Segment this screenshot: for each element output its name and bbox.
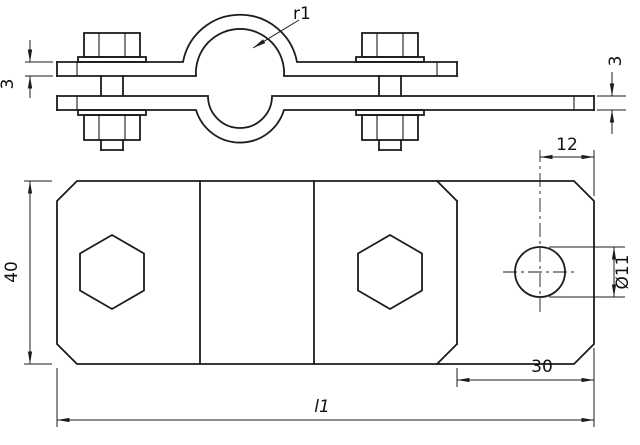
dimensions-plan: 12 Ø11 40: [2, 135, 633, 427]
lower-strap: [56, 95, 595, 144]
dimension-arrow: [611, 247, 617, 260]
dimension-arrow: [581, 154, 594, 160]
plan-view: 12 Ø11 40: [2, 135, 633, 427]
plate-outline: [56, 180, 595, 365]
side-view: r1 3 3: [0, 4, 626, 151]
dimension-arrow: [27, 76, 33, 89]
dimension-arrow: [27, 49, 33, 62]
dim-label-tail-length: 30: [531, 357, 553, 377]
radius-leader-arrow: [253, 39, 266, 48]
dimension-arrow: [609, 83, 615, 96]
dim-thickness-top: 3: [0, 40, 53, 98]
dim-plate-width: 40: [2, 180, 52, 365]
lower-strap-outer-edge: [56, 109, 595, 144]
dim-label-overall-length: l1: [314, 397, 330, 417]
dim-overall-length: l1: [56, 368, 594, 427]
right-bolt-nut: [361, 114, 419, 141]
dim-hole-diameter: Ø11: [549, 246, 633, 298]
left-bolt-nut: [83, 114, 141, 141]
dimension-arrow: [581, 377, 594, 383]
left-bolt: [77, 32, 147, 151]
dimension-arrow: [27, 181, 33, 194]
lower-strap-inner-edge: [56, 95, 595, 129]
dimensions-side: r1 3 3: [0, 4, 626, 134]
dimension-arrow: [611, 284, 617, 297]
upper-strap-outer-edge: [56, 13, 458, 63]
dimension-arrow: [457, 377, 470, 383]
clamp-end-chamfer-top: [435, 179, 459, 203]
right-bolt-head: [361, 32, 419, 58]
right-bolt-top-washer: [355, 56, 425, 63]
right-hex-bolt-head: [357, 233, 423, 311]
dim-label-hole-offset: 12: [556, 135, 578, 155]
left-bolt-head: [83, 32, 141, 58]
dimension-arrow: [57, 417, 70, 423]
clamp-end-chamfer-bottom: [435, 342, 459, 366]
dim-thickness-tail: 3: [597, 56, 626, 134]
upper-strap: [56, 13, 458, 77]
dim-label-hole-diameter: Ø11: [613, 254, 633, 289]
dim-hole-offset: 12: [540, 135, 595, 196]
right-bolt: [355, 32, 425, 151]
upper-strap-inner-edge: [56, 28, 458, 77]
dim-label-thickness-top: 3: [0, 79, 18, 90]
dim-label-thickness-tail: 3: [606, 56, 626, 67]
dimension-arrow: [27, 351, 33, 364]
dim-radius: r1: [252, 4, 311, 49]
dim-tail-length: 30: [456, 348, 595, 427]
dim-label-plate-width: 40: [2, 261, 22, 283]
dimension-arrow: [540, 154, 553, 160]
dimension-arrow: [609, 110, 615, 123]
left-hex-bolt-head: [79, 233, 145, 311]
left-bolt-top-washer: [77, 56, 147, 63]
dimension-arrow: [581, 417, 594, 423]
dim-label-r1: r1: [293, 4, 311, 24]
clamp-plate-end: [435, 179, 459, 366]
